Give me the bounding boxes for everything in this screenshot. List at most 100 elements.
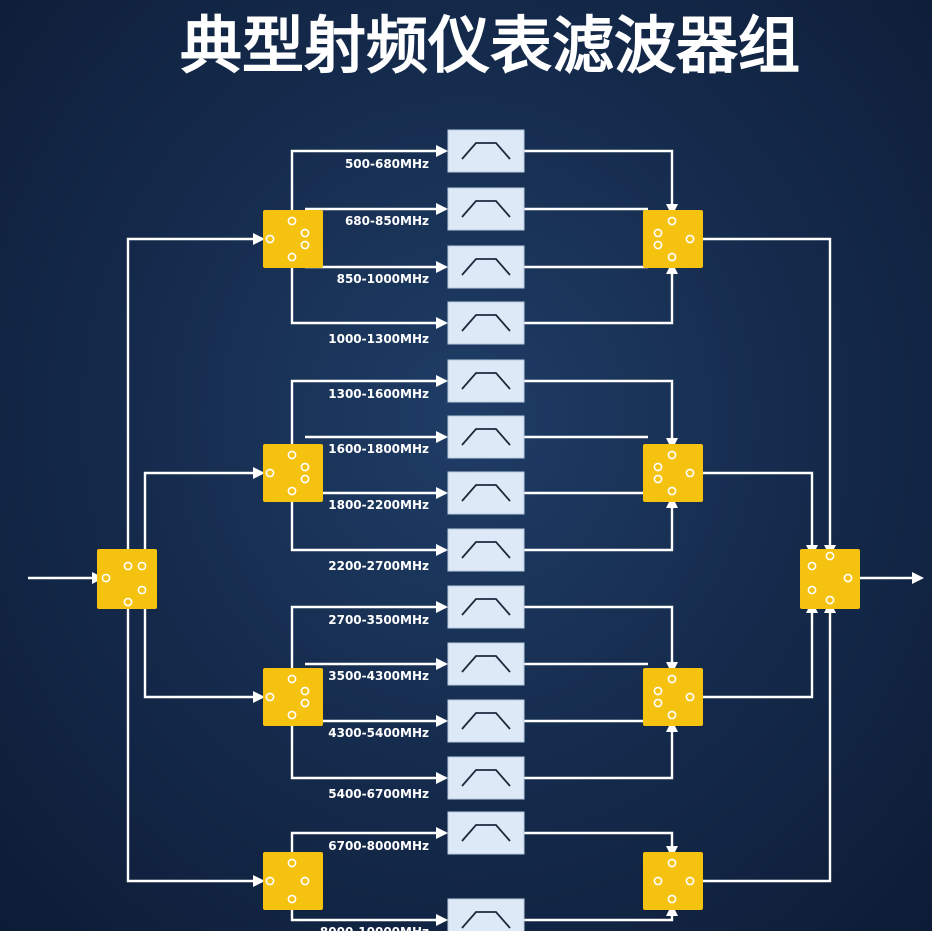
switch-port <box>667 710 677 720</box>
switch-port <box>685 876 695 886</box>
signal-wire <box>703 611 814 699</box>
switch-port <box>287 674 297 684</box>
switch-port <box>825 595 835 605</box>
switch-body <box>263 444 323 502</box>
arrow-head <box>436 203 448 215</box>
filter-symbol <box>461 142 511 160</box>
rf-switch-icon <box>263 444 323 502</box>
signal-wire <box>524 728 674 780</box>
signal-wires <box>28 145 924 926</box>
switch-port <box>265 234 275 244</box>
arrow-head <box>436 431 448 443</box>
switch-port <box>653 462 663 472</box>
rf-switch-icon <box>800 549 860 609</box>
switch-port <box>685 468 695 478</box>
band-label: 1800-2200MHz <box>328 498 429 512</box>
signal-wire <box>290 726 446 780</box>
switch-port <box>653 240 663 250</box>
band-label: 1000-1300MHz <box>328 332 429 346</box>
band-label: 2700-3500MHz <box>328 613 429 627</box>
filter-symbol <box>461 372 511 390</box>
switch-port <box>300 474 310 484</box>
arrow-head <box>436 914 448 926</box>
signal-wire <box>524 605 674 666</box>
switch-port <box>265 876 275 886</box>
signal-wire <box>143 471 261 549</box>
switch-port <box>287 894 297 904</box>
bandpass-filter-icon <box>447 245 525 289</box>
filter-box <box>447 187 525 231</box>
filter-box <box>447 415 525 459</box>
filter-box <box>447 756 525 800</box>
signal-wire <box>290 502 446 552</box>
bandpass-filter-icon <box>447 811 525 855</box>
filter-box <box>447 301 525 345</box>
band-label: 1300-1600MHz <box>328 387 429 401</box>
signal-wire <box>126 237 261 549</box>
signal-wire <box>524 912 674 922</box>
band-label: 8000-10000MHz <box>320 925 429 931</box>
signal-wire <box>703 237 832 547</box>
switch-port <box>101 573 111 583</box>
switch-port <box>667 894 677 904</box>
band-label: 680-850MHz <box>345 214 429 228</box>
arrow-head <box>436 375 448 387</box>
switch-port <box>265 692 275 702</box>
bandpass-filter-icon <box>447 187 525 231</box>
bandpass-filter-icon <box>447 301 525 345</box>
filter-symbol <box>461 258 511 276</box>
switch-port <box>667 486 677 496</box>
switch-port <box>287 252 297 262</box>
bandpass-filter-icon <box>447 415 525 459</box>
filter-symbol <box>461 824 511 842</box>
diagram-title: 典型射频仪表滤波器组 <box>180 9 800 82</box>
arrow-head <box>436 601 448 613</box>
switch-port <box>287 216 297 226</box>
bandpass-filter-icon <box>447 359 525 403</box>
band-labels: 500-680MHz680-850MHz850-1000MHz1000-1300… <box>320 157 429 931</box>
filter-box <box>447 129 525 173</box>
switch-port <box>653 686 663 696</box>
signal-wire <box>143 609 261 699</box>
signal-wire <box>290 149 446 210</box>
filter-symbol <box>461 655 511 673</box>
filter-symbol <box>461 911 511 929</box>
filter-symbol <box>461 314 511 332</box>
switch-port <box>653 876 663 886</box>
band-label: 5400-6700MHz <box>328 787 429 801</box>
filter-box <box>447 245 525 289</box>
filter-column <box>447 129 525 931</box>
switch-blocks <box>97 210 860 910</box>
filter-symbol <box>461 541 511 559</box>
bandpass-filter-icon <box>447 129 525 173</box>
switch-port <box>667 674 677 684</box>
bandpass-filter-icon <box>447 471 525 515</box>
band-label: 850-1000MHz <box>337 272 429 286</box>
signal-wire <box>524 504 674 552</box>
arrow-head <box>436 544 448 556</box>
switch-port <box>287 450 297 460</box>
filter-box <box>447 585 525 629</box>
band-label: 2200-2700MHz <box>328 559 429 573</box>
switch-port <box>300 240 310 250</box>
bandpass-filter-icon <box>447 528 525 572</box>
filter-symbol <box>461 200 511 218</box>
bandpass-filter-icon <box>447 756 525 800</box>
rf-switch-icon <box>643 210 703 268</box>
filter-box <box>447 359 525 403</box>
bandpass-filter-icon <box>447 898 525 931</box>
arrow-head <box>912 572 924 584</box>
filter-box <box>447 471 525 515</box>
arrow-head <box>436 658 448 670</box>
switch-body <box>643 210 703 268</box>
signal-wire <box>126 609 261 883</box>
signal-wire <box>524 270 674 325</box>
switch-port <box>807 561 817 571</box>
switch-port <box>653 698 663 708</box>
switch-port <box>807 585 817 595</box>
filter-box <box>447 642 525 686</box>
switch-body <box>263 668 323 726</box>
signal-wire <box>290 910 446 922</box>
filter-symbol <box>461 428 511 446</box>
switch-port <box>825 551 835 561</box>
